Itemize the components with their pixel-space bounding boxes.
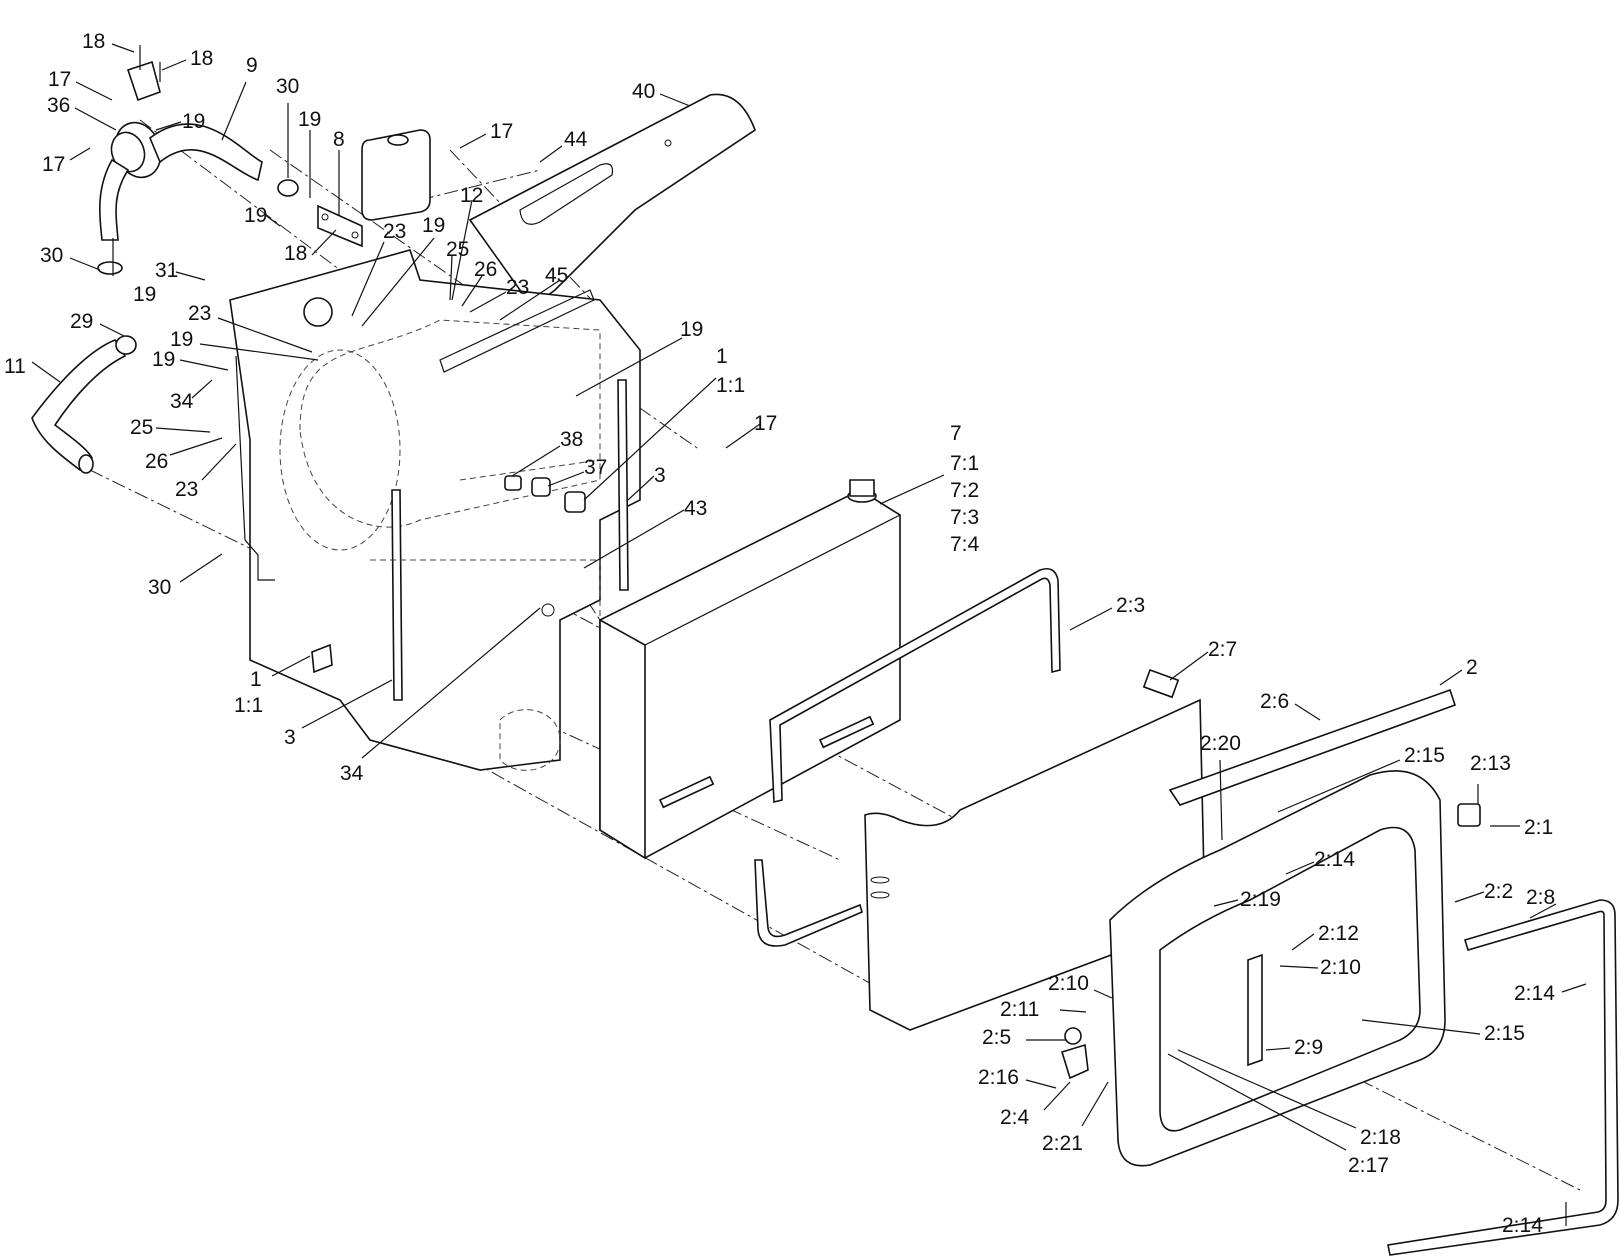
callout-label: 36 <box>47 94 70 117</box>
callout-label: 26 <box>474 258 497 281</box>
hose-fittings <box>504 475 586 513</box>
callout-label: 2:15 <box>1484 1022 1525 1045</box>
lower-hose <box>31 335 137 474</box>
callout-label: 2:12 <box>1318 922 1359 945</box>
mounting-bracket <box>317 204 363 248</box>
callout-label: 2:14 <box>1502 1214 1543 1237</box>
callout-label: 18 <box>82 30 105 53</box>
callout-label: 19 <box>422 214 445 237</box>
callout-label: 2:16 <box>978 1066 1019 1089</box>
callout-label: 1:1 <box>234 694 263 717</box>
callout-label: 8 <box>333 128 345 151</box>
callout-label: 7:2 <box>950 479 979 502</box>
callout-label: 31 <box>155 259 178 282</box>
callout-label: 17 <box>42 153 65 176</box>
coolant-reservoir <box>361 129 431 221</box>
callout-label: 37 <box>584 456 607 479</box>
callout-label: 19 <box>170 328 193 351</box>
radiator-seal <box>754 567 1061 947</box>
callout-label: 30 <box>148 576 171 599</box>
callout-label: 19 <box>133 283 156 306</box>
callout-label: 19 <box>298 108 321 131</box>
callout-label: 19 <box>152 348 175 371</box>
callout-label: 23 <box>188 302 211 325</box>
callout-label: 19 <box>680 318 703 341</box>
callout-label: 3 <box>284 726 296 749</box>
callout-label: 29 <box>70 310 93 333</box>
callout-label: 2:10 <box>1320 956 1361 979</box>
callout-label: 25 <box>446 238 469 261</box>
callout-label: 17 <box>754 412 777 435</box>
callout-label: 2:20 <box>1200 732 1241 755</box>
callout-label: 1 <box>250 668 262 691</box>
callout-label: 44 <box>564 128 588 151</box>
callout-label: 1 <box>716 345 728 368</box>
callout-label: 19 <box>182 110 205 133</box>
callout-label: 34 <box>170 390 194 413</box>
callout-label: 18 <box>284 242 307 265</box>
top-strip <box>1168 688 1457 806</box>
callout-label: 26 <box>145 450 168 473</box>
callout-label: 30 <box>276 75 299 98</box>
callout-label: 2:10 <box>1048 972 1089 995</box>
callout-label: 7 <box>950 422 962 445</box>
callout-labels: 18 18 17 36 19 17 9 30 19 8 19 17 44 40 … <box>4 30 1587 1237</box>
callout-label: 2:3 <box>1116 594 1145 617</box>
callout-label: 2:18 <box>1360 1126 1401 1149</box>
callout-label: 7:3 <box>950 506 979 529</box>
callout-label: 2 <box>1466 656 1478 679</box>
callout-label: 7:1 <box>950 452 979 475</box>
main-shroud-frame <box>229 249 641 771</box>
callout-label: 17 <box>490 120 513 143</box>
callout-label: 12 <box>460 184 483 207</box>
callout-label: 2:8 <box>1526 886 1555 909</box>
callout-label: 2:4 <box>1000 1106 1030 1129</box>
callout-label: 2:5 <box>982 1026 1011 1049</box>
callout-label: 18 <box>190 47 213 70</box>
callout-label: 17 <box>48 68 71 91</box>
callout-label: 1:1 <box>716 374 745 397</box>
callout-label: 2:19 <box>1240 888 1281 911</box>
callout-label: 2:9 <box>1294 1036 1323 1059</box>
retaining-strap <box>1387 899 1619 1256</box>
callout-label: 25 <box>130 416 153 439</box>
callout-label: 34 <box>340 762 364 785</box>
callout-label: 11 <box>4 355 26 378</box>
radiator-core <box>599 479 901 860</box>
callout-label: 40 <box>632 80 655 103</box>
callout-label: 45 <box>545 264 568 287</box>
callout-label: 2:13 <box>1470 752 1511 775</box>
callout-label: 2:11 <box>1000 998 1039 1021</box>
callout-label: 30 <box>40 244 63 267</box>
callout-label: 38 <box>560 428 583 451</box>
callout-label: 23 <box>383 220 406 243</box>
callout-label: 43 <box>684 497 707 520</box>
callout-label: 2:1 <box>1524 816 1553 839</box>
callout-label: 2:14 <box>1314 848 1355 871</box>
callout-label: 3 <box>654 464 666 487</box>
callout-label: 2:7 <box>1208 638 1237 661</box>
callout-label: 2:2 <box>1484 880 1513 903</box>
callout-label: 23 <box>506 276 529 299</box>
callout-label: 2:21 <box>1042 1132 1083 1155</box>
upper-hose-assembly <box>97 45 299 275</box>
callout-label: 2:15 <box>1404 744 1445 767</box>
latch-assembly <box>1060 1027 1089 1080</box>
callout-label: 2:14 <box>1514 982 1555 1005</box>
callout-label: 2:6 <box>1260 690 1289 713</box>
fan-shroud-frame <box>1109 770 1481 1167</box>
callout-label: 7:4 <box>950 533 980 556</box>
callout-label: 23 <box>175 478 198 501</box>
callout-label: 19 <box>244 204 267 227</box>
callout-label: 9 <box>246 54 258 77</box>
callout-label: 2:17 <box>1348 1154 1389 1177</box>
